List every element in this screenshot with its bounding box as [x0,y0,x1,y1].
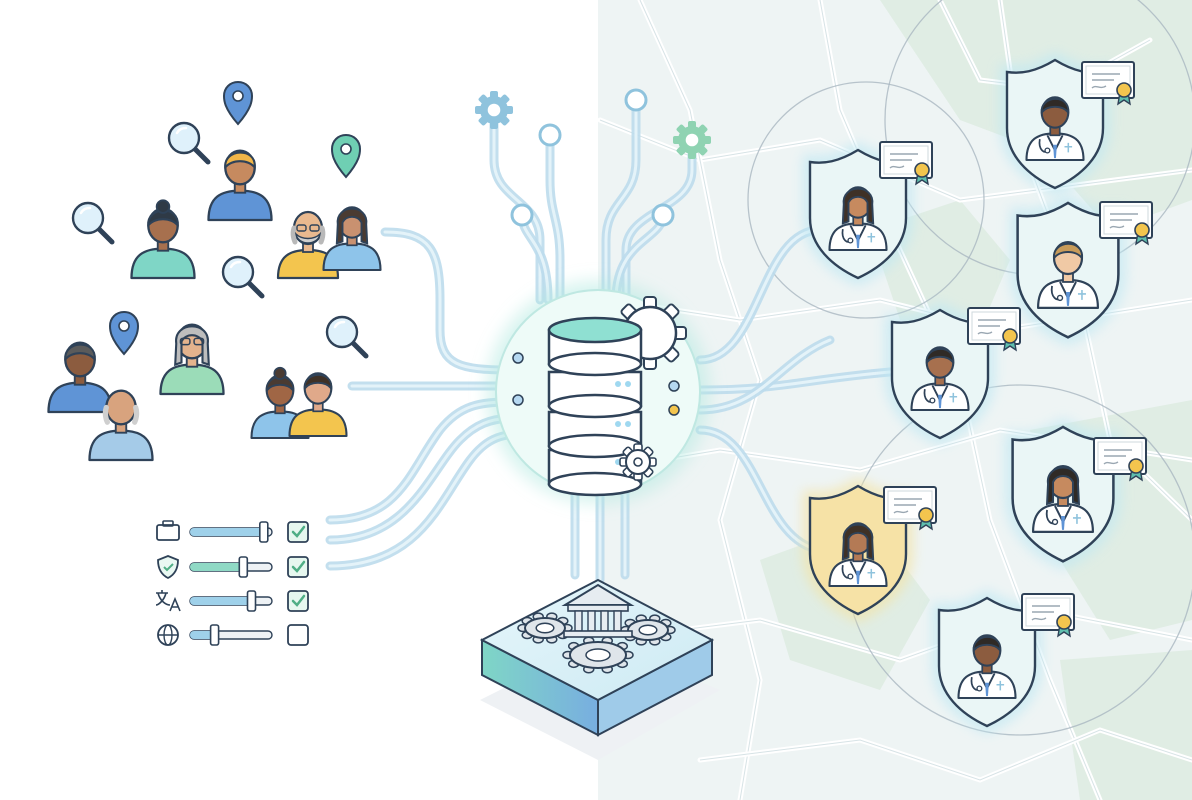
gear-icon [562,636,634,674]
patient-avatar [276,210,340,280]
filter-checkbox[interactable] [287,556,309,578]
patients-cluster [47,80,382,462]
institution-platform [479,578,720,760]
location-pin-icon [222,80,254,126]
connection-lines [325,88,895,585]
certificate-icon [967,307,1021,352]
translate-icon [155,590,181,612]
preference-slider[interactable] [189,521,273,543]
preference-slider[interactable] [189,624,273,646]
magnifier-icon [221,255,265,299]
filter-row [157,555,309,580]
slider-fill [190,597,252,605]
patient-avatar [288,372,348,438]
checkmark-icon [291,594,306,607]
location-pin-icon [108,310,140,356]
filter-row [156,520,309,543]
doctor-avatar [828,522,888,588]
magnifier-icon [325,315,369,359]
slider-handle[interactable] [246,590,257,612]
providers-cluster [803,51,1153,734]
doctor-avatar [1025,96,1085,162]
doctor-avatar [957,634,1017,700]
doctor-avatar [1031,464,1095,533]
central-database-hub [478,272,718,512]
patient-avatar [322,206,382,272]
preference-slider[interactable] [189,590,273,612]
bank-building-icon [561,583,635,638]
slider-fill [190,528,264,536]
doctor-avatar [1036,240,1100,309]
checkmark-icon [291,525,306,538]
filter-checkbox[interactable] [287,590,309,612]
certificate-icon [879,141,933,186]
preference-slider[interactable] [189,556,273,578]
patient-avatar [47,341,113,414]
gear-icon [475,91,513,129]
patient-avatar [207,149,273,222]
certificate-icon [883,486,937,531]
provider-card [932,589,1042,734]
slider-handle[interactable] [258,521,269,543]
doctor-avatar [910,346,970,412]
location-pin-icon [330,133,362,179]
patient-avatar [88,389,154,462]
checkmark-icon [291,560,306,573]
magnifier-icon [71,201,115,245]
certificate-icon [1021,593,1075,638]
certificate-icon [1099,201,1153,246]
patient-avatar [130,199,196,280]
gear-icon [673,121,711,159]
patient-avatar [159,323,225,396]
filter-row [155,590,309,612]
preference-filters [155,520,309,646]
gear-icon [620,614,676,646]
filter-row [157,624,309,646]
database-server-icon [547,296,687,497]
slider-handle[interactable] [238,556,249,578]
doctor-avatar [828,186,888,252]
slider-fill [190,631,215,639]
shield-check-icon [157,555,179,580]
filter-checkbox[interactable] [287,521,309,543]
certificate-icon [1081,61,1135,106]
slider-fill [190,563,244,571]
briefcase-icon [156,520,180,541]
magnifier-icon [167,121,211,165]
certificate-icon [1093,437,1147,482]
gear-icon [517,612,573,644]
slider-handle[interactable] [209,624,220,646]
filter-checkbox[interactable] [287,624,309,646]
globe-icon [157,624,179,646]
